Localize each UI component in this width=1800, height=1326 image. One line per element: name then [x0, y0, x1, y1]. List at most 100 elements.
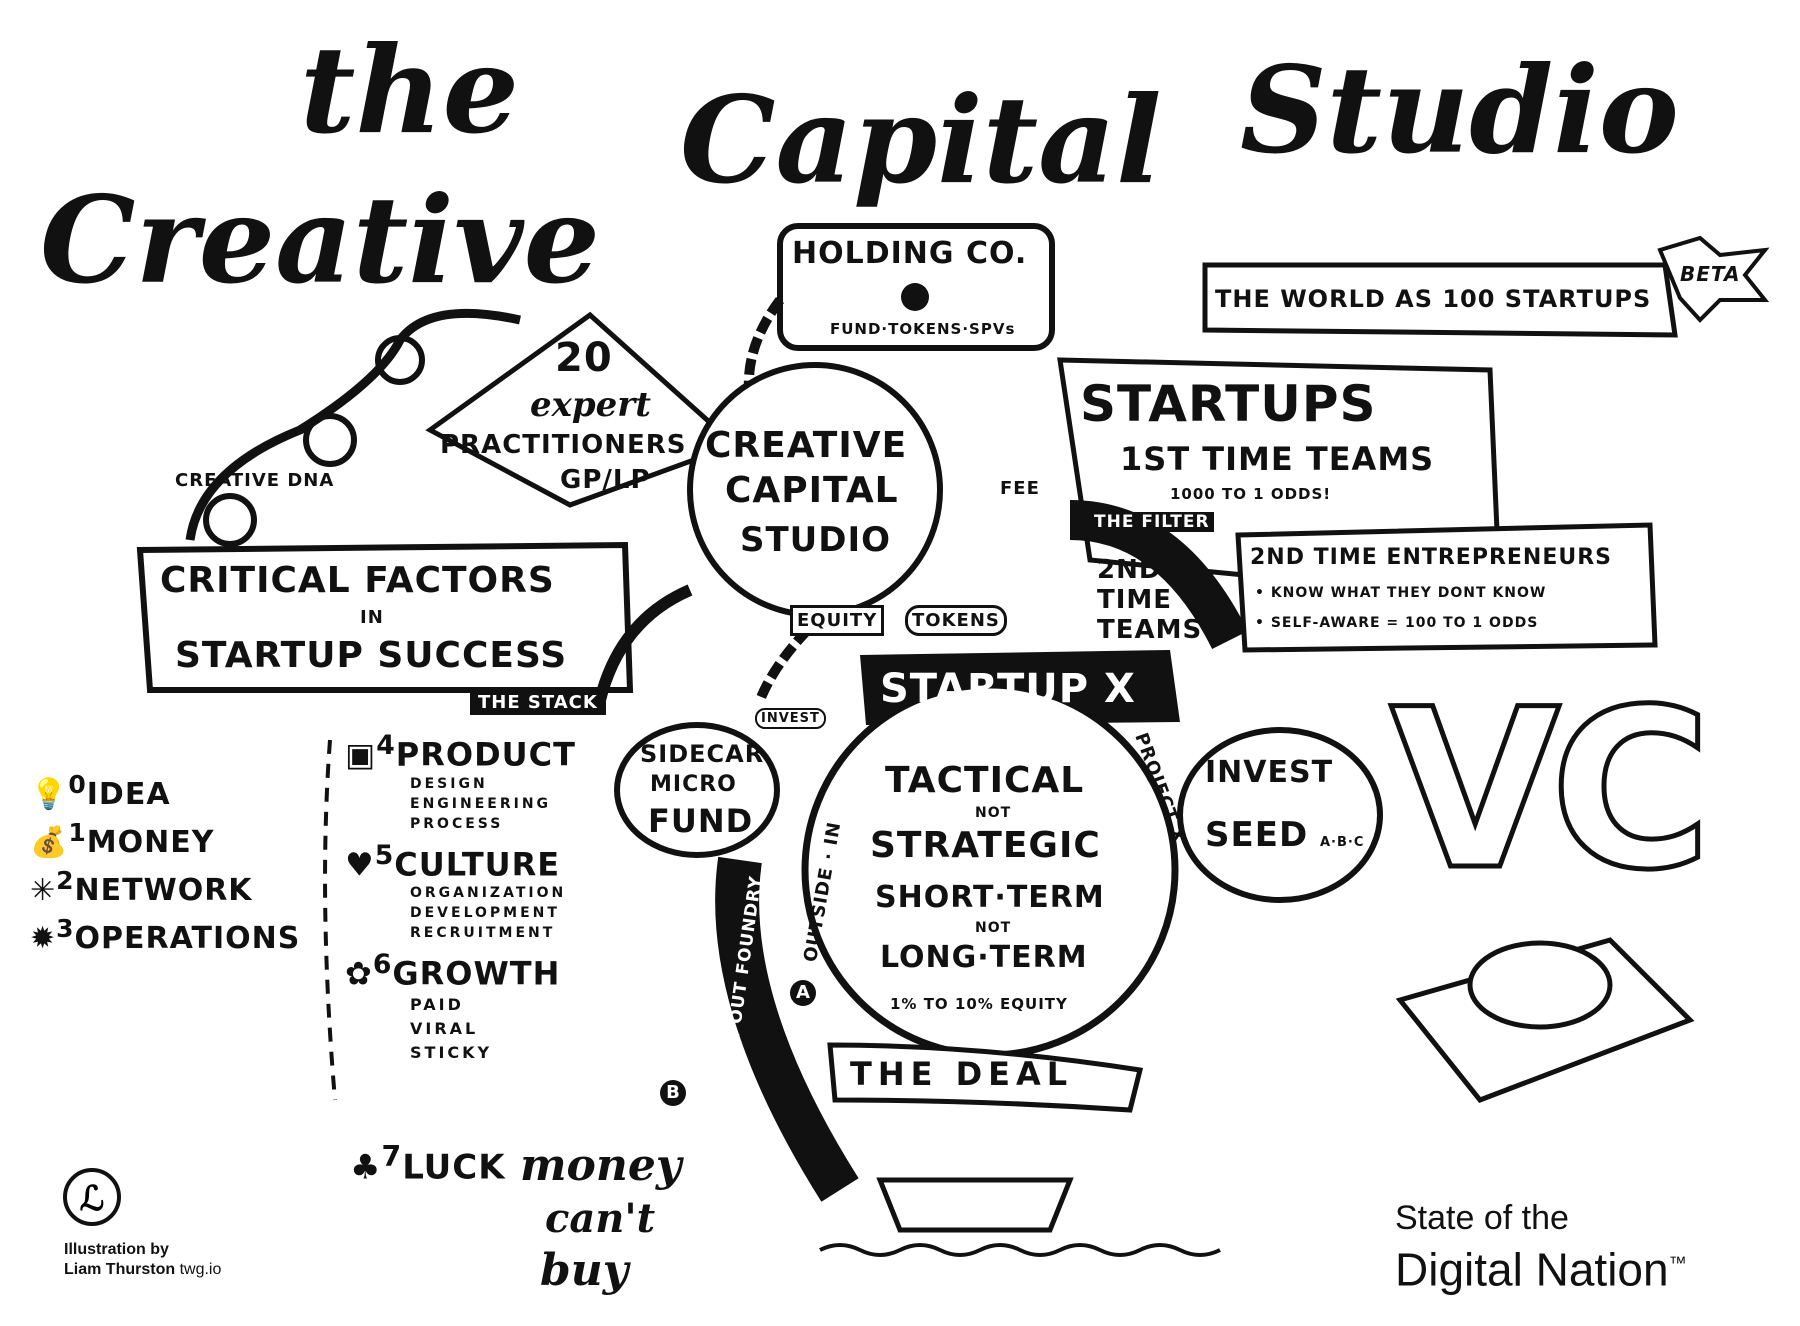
dashed-divider — [323, 739, 337, 1101]
gear-icon: ✹ — [30, 921, 57, 956]
unicorn-pig-icon — [1467, 940, 1613, 1030]
world-banner-text: THE WORLD AS 100 STARTUPS — [1215, 285, 1652, 313]
second-teams-line3: TEAMS — [1097, 615, 1203, 645]
stack-left-list: 💡0IDEA 💰1MONEY ✳2NETWORK ✹3OPERATIONS — [30, 770, 300, 956]
critical-factors-line1: CRITICAL FACTORS — [160, 560, 555, 601]
deal-banner — [827, 1042, 1144, 1113]
holding-co-title: HOLDING CO. — [792, 236, 1028, 271]
sidecar-line1: SIDECAR — [640, 740, 765, 768]
critical-factors-sign — [136, 541, 634, 693]
startups-sub: 1ST TIME TEAMS — [1120, 440, 1435, 478]
startup-x-label: STARTUP X — [880, 666, 1136, 712]
the-stack-label: THE STACK — [470, 690, 606, 715]
foundry-arrow — [715, 856, 859, 1202]
beta-badge: BETA — [1680, 262, 1741, 286]
stack-item-operations: ✹3OPERATIONS — [30, 914, 300, 956]
stack-label: NETWORK — [74, 873, 253, 908]
dna-bead — [375, 335, 425, 385]
entrepreneurs-title: 2ND TIME ENTREPRENEURS — [1250, 545, 1613, 570]
startups-title: STARTUPS — [1080, 375, 1377, 433]
stack-num: 7 — [381, 1140, 403, 1173]
stack-sub: DEVELOPMENT — [410, 905, 560, 922]
credit: Illustration by Liam Thurston twg.io — [64, 1240, 221, 1280]
stack-sub: PROCESS — [410, 815, 504, 832]
creative-dna-label: CREATIVE DNA — [175, 470, 335, 491]
holding-co-subtitle: FUND·TOKENS·SPVs — [830, 320, 1016, 338]
credit-site[interactable]: twg.io — [179, 1261, 222, 1278]
money-cant-buy-line1: money — [520, 1140, 682, 1191]
logo-icon — [63, 1168, 121, 1226]
title-studio: Studio — [1240, 40, 1679, 181]
brand-line2: Digital Nation — [1395, 1243, 1669, 1296]
network-icon: ✳ — [30, 873, 57, 908]
chain — [755, 596, 844, 702]
stack-label: MONEY — [86, 825, 215, 860]
studio-line1: CREATIVE — [705, 425, 908, 466]
stack-num: 4 — [376, 730, 396, 761]
stack-item-money: 💰1MONEY — [30, 818, 300, 860]
stack-num: 0 — [68, 770, 87, 799]
deal-line1: TACTICAL — [885, 760, 1085, 801]
stack-label: CULTURE — [394, 845, 561, 884]
eye-icon — [901, 283, 929, 311]
practitioners-number: 20 — [555, 335, 613, 381]
dna-helix — [185, 308, 521, 541]
invest-seed-bag — [1177, 727, 1383, 903]
stack-item-idea: 💡0IDEA — [30, 770, 300, 812]
clover-icon: ♣ — [350, 1147, 382, 1188]
stack-num: 3 — [56, 914, 75, 943]
marker-a: A — [790, 980, 816, 1006]
second-teams-line2: TIME — [1097, 585, 1173, 615]
money-cant-buy-line2: can't — [545, 1195, 656, 1242]
deal-line3: STRATEGIC — [870, 825, 1101, 866]
beta-burst — [1657, 235, 1770, 323]
sidecar-line2: MICRO — [650, 772, 737, 797]
title-creative: Creative — [40, 170, 600, 311]
invest-seed-line2: SEED — [1205, 815, 1309, 855]
stack-sub: ORGANIZATION — [410, 885, 567, 902]
dna-bead — [203, 493, 257, 547]
stack-sub: RECRUITMENT — [410, 925, 556, 942]
stack-item-network: ✳2NETWORK — [30, 866, 300, 908]
invest-seed-line3: A·B·C — [1320, 835, 1365, 850]
deal-line5: NOT — [975, 920, 1012, 936]
stack-sub: DESIGN — [410, 775, 488, 792]
waves — [819, 1243, 1221, 1257]
stack-sub: ENGINEERING — [410, 795, 552, 812]
critical-factors-line2: IN — [360, 607, 384, 628]
stack-sub: VIRAL — [410, 1018, 479, 1038]
critical-factors-line3: STARTUP SUCCESS — [175, 635, 568, 676]
title-capital: Capital — [680, 70, 1162, 211]
deal-line2: NOT — [975, 805, 1012, 821]
stack-sub: PAID — [410, 994, 464, 1014]
heart-icon: ♥ — [345, 845, 375, 884]
brand-logo: State of the Digital Nation™ — [1395, 1198, 1687, 1294]
brand-line1: State of the — [1395, 1199, 1569, 1237]
startups-odds: 1000 TO 1 ODDS! — [1170, 485, 1332, 503]
ship-icon — [876, 1177, 1074, 1233]
money-bag-icon: 💰 — [30, 825, 69, 860]
stack-sub: STICKY — [410, 1042, 493, 1062]
world-banner-shape — [1202, 262, 1678, 338]
entrepreneurs-bullet: • KNOW WHAT THEY DONT KNOW — [1255, 585, 1547, 601]
sidecar-bag — [614, 722, 780, 858]
second-teams-line1: 2ND — [1097, 555, 1162, 585]
deal-line6: LONG·TERM — [880, 940, 1088, 975]
stack-num: 5 — [374, 839, 395, 871]
practitioners-label: PRACTITIONERS — [440, 430, 687, 460]
entrepreneurs-bullet: • SELF-AWARE = 100 TO 1 ODDS — [1255, 615, 1539, 631]
invest-seed-line1: INVEST — [1205, 755, 1334, 790]
stack-label: IDEA — [86, 777, 171, 812]
equity-range: 1% TO 10% EQUITY — [890, 995, 1068, 1013]
marker-b: B — [660, 1080, 686, 1106]
equity-label: EQUITY — [790, 605, 885, 636]
plant-icon: ✿ — [345, 954, 373, 993]
money-cant-buy-line3: buy — [540, 1245, 629, 1296]
vc-letters: VC — [1388, 662, 1715, 918]
deal-line4: SHORT·TERM — [875, 880, 1105, 915]
credit-name: Liam Thurston — [64, 1261, 176, 1278]
credit-line1: Illustration by — [64, 1241, 169, 1258]
